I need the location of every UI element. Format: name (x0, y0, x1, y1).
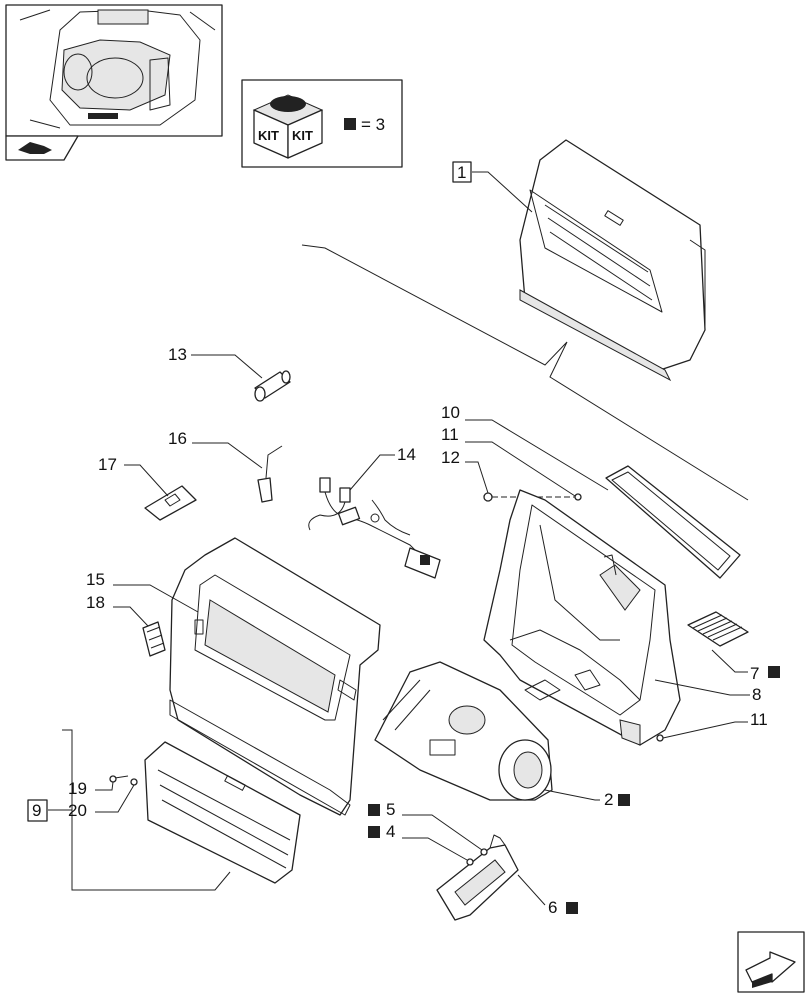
label-11-top: 11 (441, 425, 459, 444)
label-14: 14 (397, 445, 416, 464)
next-page-arrow-icon[interactable] (737, 931, 805, 993)
part-8-lower-housing (483, 489, 681, 746)
part-11-screw-top (574, 493, 582, 501)
label-7: 7 (750, 664, 759, 683)
kit-marker-4 (368, 826, 380, 838)
part-6-bracket (436, 834, 519, 921)
part-14-wiring-harness (308, 477, 441, 579)
label-8: 8 (752, 685, 761, 704)
kit-word-right: KIT (292, 128, 313, 143)
label-20: 20 (68, 801, 87, 820)
label-2: 2 (604, 790, 613, 809)
label-17: 17 (98, 455, 117, 474)
label-12: 12 (441, 448, 460, 467)
label-18: 18 (86, 593, 105, 612)
label-4: 4 (386, 822, 395, 841)
page-back-icon[interactable] (5, 135, 79, 161)
part-4-washer (466, 858, 474, 866)
label-1: 1 (457, 163, 466, 182)
kit-marker-6 (566, 902, 578, 914)
kit-marker-5 (368, 804, 380, 816)
kit-marker-square (344, 118, 356, 130)
kit-box-icon: KIT KIT (252, 94, 324, 159)
part-16-probe (257, 445, 283, 503)
part-15-front-housing (169, 537, 381, 816)
part-19-screw (109, 775, 129, 783)
part-11-screw-bottom (656, 734, 664, 742)
label-19: 19 (68, 779, 87, 798)
kit-word-left: KIT (258, 128, 279, 143)
label-10: 10 (441, 403, 460, 422)
part-1-housing-cover (519, 139, 706, 382)
label-9: 9 (32, 801, 41, 820)
label-6: 6 (548, 898, 557, 917)
part-12-nut (483, 492, 493, 502)
label-9-box (27, 799, 48, 822)
part-7-resistor (687, 611, 749, 647)
separation-line (301, 244, 749, 501)
part-17-clip (144, 485, 197, 521)
label-11-bottom: 11 (750, 710, 768, 729)
part-2-blower (374, 661, 553, 801)
kit-legend: KIT KIT = 3 (241, 79, 403, 168)
part-5-screw (480, 848, 488, 856)
kit-equation: = 3 (361, 115, 385, 134)
label-1-box (452, 161, 472, 183)
label-15: 15 (86, 570, 105, 589)
part-18-vent (142, 621, 166, 657)
machine-thumbnail (5, 4, 223, 137)
label-13: 13 (168, 345, 187, 364)
part-20-washer (130, 778, 138, 786)
part-10-filter-frame (605, 465, 741, 579)
kit-marker-7 (768, 666, 780, 678)
label-5: 5 (386, 800, 395, 819)
kit-marker-2 (618, 794, 630, 806)
part-13-sensor (254, 370, 291, 402)
label-16: 16 (168, 429, 187, 448)
part-9-filter-cover (144, 741, 301, 884)
